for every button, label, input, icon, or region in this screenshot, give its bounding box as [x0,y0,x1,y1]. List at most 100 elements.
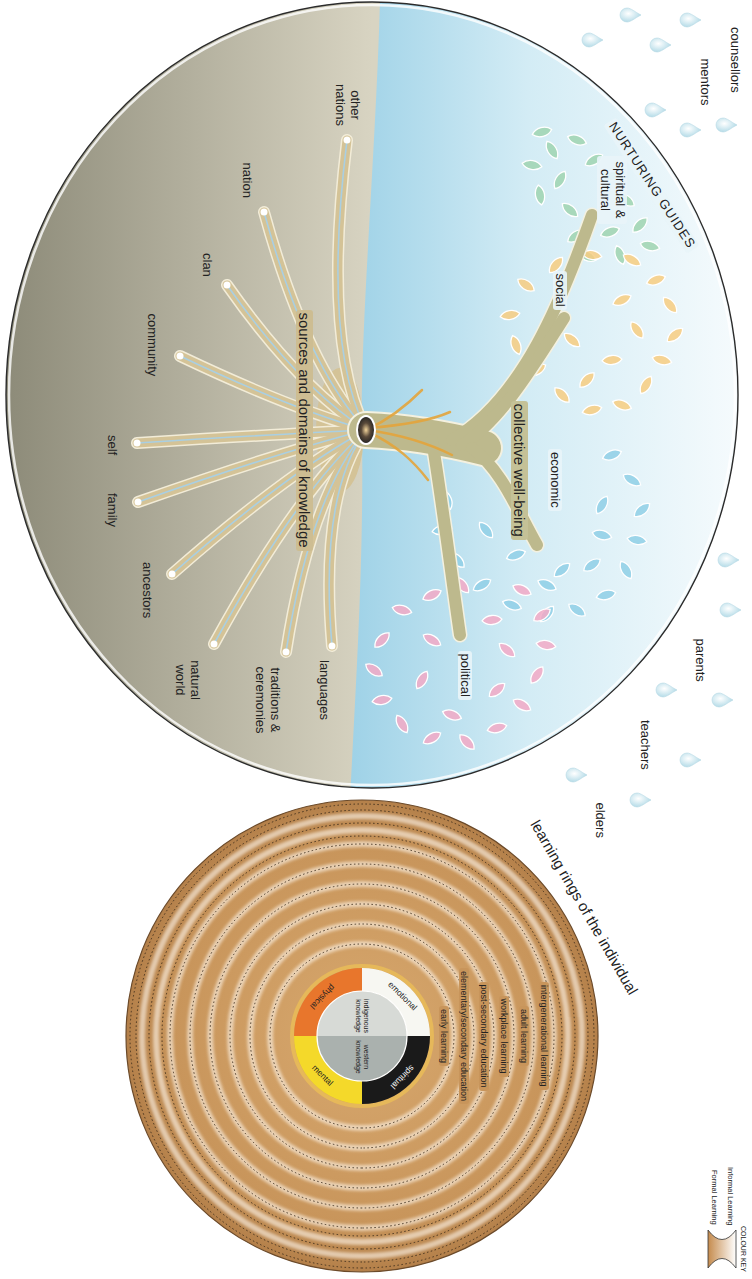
leaves [561,330,582,350]
leaves [391,603,413,617]
domain-label: economic [548,449,563,511]
ring-label: adult learning [519,1006,529,1066]
root-label: other nations [332,80,362,130]
learning-rings [190,864,534,1208]
trunk-and-branches [366,215,592,635]
rain-drops [716,118,737,132]
roots [137,140,366,652]
learning-rings [170,844,554,1228]
roots [134,440,141,447]
learning-rings [292,966,432,1106]
trunk-and-branches [357,215,592,635]
leaves [581,403,603,417]
root-label: nation [240,163,255,198]
leaves [413,669,431,691]
roots [137,140,366,652]
leaves [651,353,673,367]
leaves [639,239,661,253]
world-circle-outline [6,2,738,788]
rain-drops [566,8,741,807]
learning-rings [142,816,582,1256]
trunk-and-branches [368,432,428,480]
learning-rings [317,991,407,1081]
learning-rings [130,804,594,1268]
rain-drops [645,103,666,117]
roots [338,140,366,430]
leaves [441,707,463,722]
root-label: natural world [172,656,202,704]
rain-drops [712,693,733,707]
domain-label: political [458,651,473,700]
leaves [499,309,520,321]
legend-text: Informal Learning [726,1167,735,1225]
trunk-and-branches [366,215,592,635]
rain-drops [630,793,651,807]
trunk-and-branches [432,440,460,635]
leaves [531,125,553,139]
world-circle [0,0,380,800]
leaves [457,732,478,753]
leaves [595,588,617,602]
leaves [363,661,385,680]
learning-rings [126,800,598,1272]
rain-drops [680,123,701,137]
roots [283,649,290,656]
ring-label: workplace learning [499,996,509,1077]
roots [329,430,366,646]
leaves [521,125,660,266]
learning-rings [250,924,474,1148]
learning-rings [210,884,514,1188]
leaves [599,224,621,239]
leaves [431,447,652,624]
leaves [621,471,643,489]
rain-drops [566,768,587,782]
learning-rings [130,804,594,1268]
world-circle [0,0,752,800]
leaves [559,200,580,220]
ring-label: early learning [439,1006,449,1066]
leaves [577,370,598,391]
trunk-and-branches [368,430,452,455]
learning-rings [270,944,454,1128]
learning-rings [170,844,554,1228]
learning-rings [210,884,514,1188]
leaves [499,249,685,417]
leaves [593,494,611,516]
leaves [508,334,523,356]
leaves [393,713,411,735]
learning-rings [156,830,568,1242]
learning-rings [317,991,407,1036]
leaves [496,640,517,660]
leaves [591,528,613,542]
leaves [551,560,572,580]
learning-rings [142,816,582,1256]
roots [338,140,366,430]
roots [344,137,351,144]
leaves [511,582,533,599]
rain-drops [718,553,739,567]
leaves [581,556,603,575]
leaves [660,294,680,315]
learning-rings [126,800,598,1272]
roots [261,209,268,216]
leaves [617,559,635,581]
ring-label: intergenerational learning [539,982,549,1090]
leaves [630,215,651,236]
leaves [372,630,393,651]
leaves [501,597,523,612]
leaves [611,292,633,309]
guide-label: counsellors [728,27,743,93]
root-label: community [145,314,160,377]
learning-rings [250,924,474,1148]
leaves [511,696,533,714]
guide-label: elders [593,803,608,838]
leaves [534,184,546,205]
leaves [543,139,561,161]
rain-drops [582,33,603,47]
roots [134,137,351,656]
roots [169,571,176,578]
learning-rings [190,864,534,1208]
leaves [602,355,623,366]
